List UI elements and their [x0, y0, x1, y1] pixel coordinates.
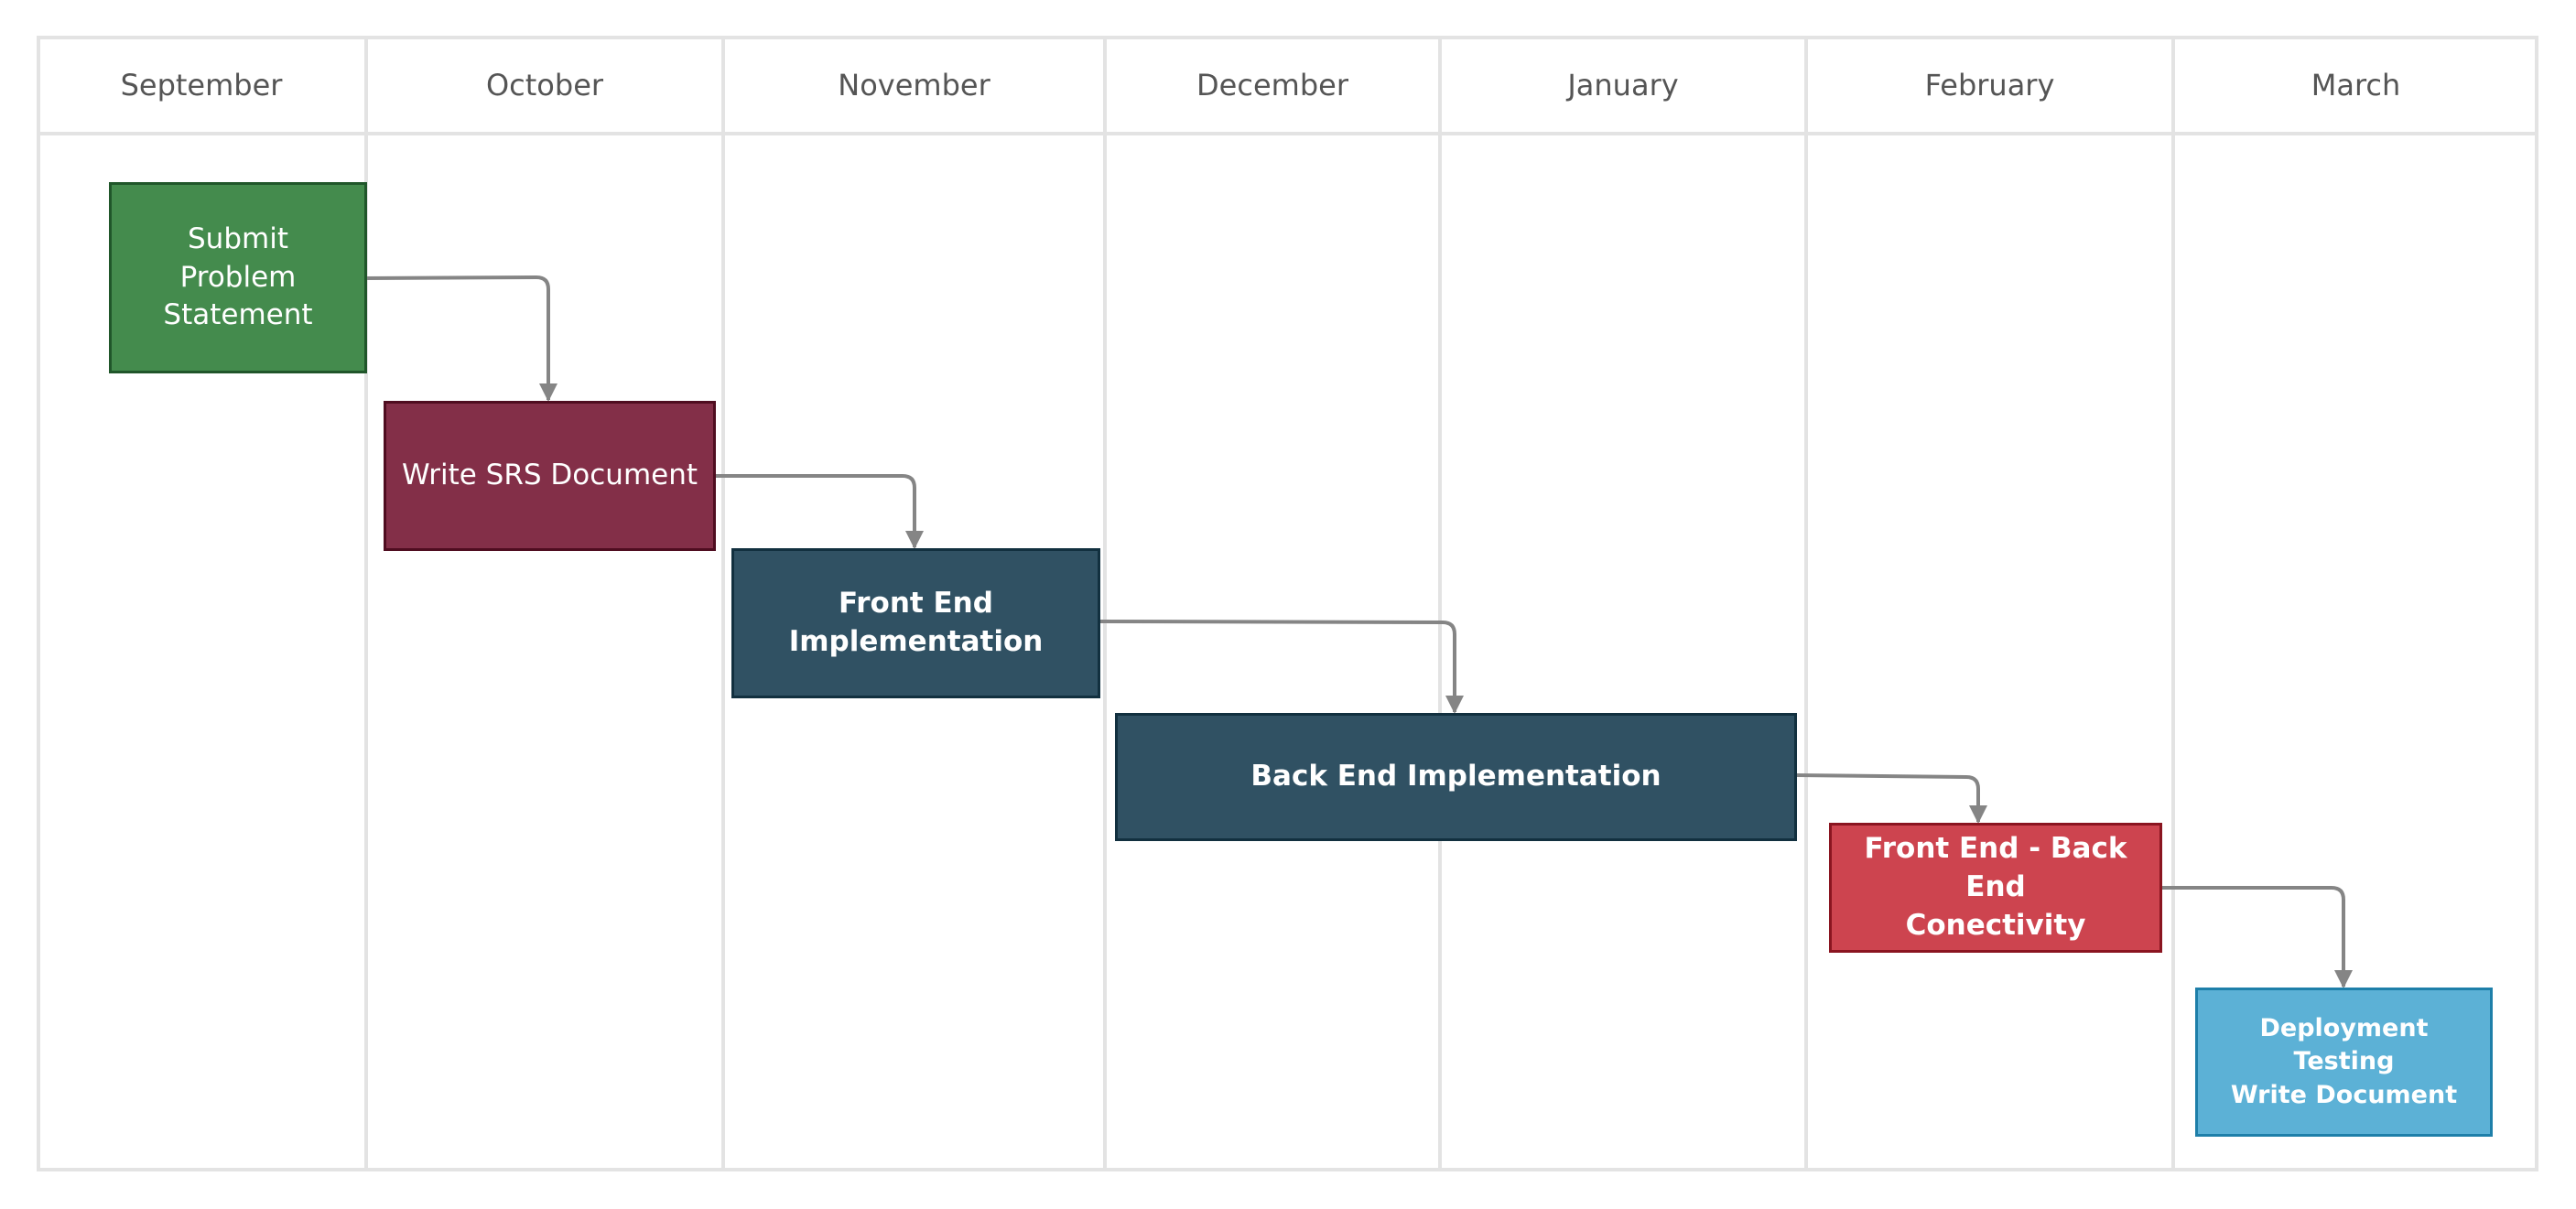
task-write-srs-document[interactable]: Write SRS Document [384, 401, 716, 551]
task-front-end-back-end-conectivity[interactable]: Front End - Back End Conectivity [1829, 823, 2162, 953]
task-front-end-implementation[interactable]: Front End Implementation [731, 548, 1100, 698]
column-divider [2171, 36, 2175, 1171]
month-header-september: September [120, 67, 283, 103]
month-header-october: October [485, 67, 604, 103]
month-header-february: February [1924, 67, 2055, 103]
month-header-november: November [838, 67, 990, 103]
task-deployment-testing-write-document[interactable]: Deployment Testing Write Document [2195, 988, 2493, 1137]
month-header-december: December [1196, 67, 1348, 103]
task-back-end-implementation[interactable]: Back End Implementation [1115, 713, 1797, 841]
month-header-january: January [1567, 67, 1679, 103]
header-separator [37, 132, 2538, 135]
column-divider [1438, 36, 1442, 1171]
column-divider [1804, 36, 1808, 1171]
timeline-frame [37, 36, 2538, 1171]
task-submit-problem-statement[interactable]: Submit Problem Statement [109, 182, 367, 373]
column-divider [1103, 36, 1107, 1171]
month-header-march: March [2311, 67, 2401, 103]
column-divider [721, 36, 725, 1171]
column-divider [364, 36, 368, 1171]
